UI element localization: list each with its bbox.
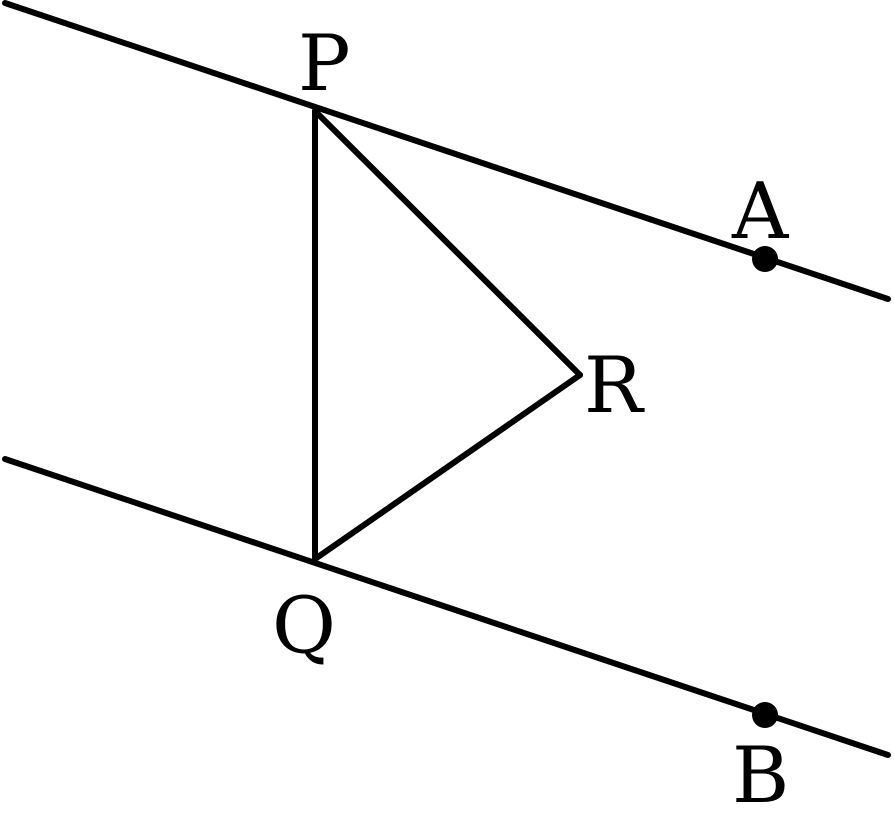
point-a-dot (752, 246, 778, 272)
label-a: A (731, 167, 790, 257)
label-q: Q (272, 581, 336, 671)
label-p: P (298, 19, 350, 109)
segment-qr (312, 372, 583, 562)
label-r: R (584, 341, 645, 431)
label-b: B (732, 731, 789, 821)
point-b-dot (752, 702, 778, 728)
line-through-p-and-a (2, 0, 891, 302)
segment-pr (312, 108, 583, 378)
line-through-q-and-b (2, 456, 891, 758)
